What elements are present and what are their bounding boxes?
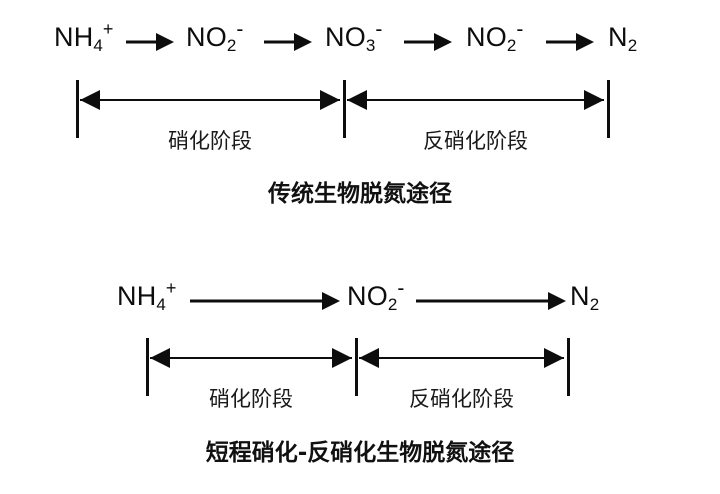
arrow-head xyxy=(548,292,566,310)
bracket-tick-right xyxy=(607,80,610,138)
arrow-shaft xyxy=(404,40,438,44)
arrow-head xyxy=(576,33,594,51)
stage-label-nitrification: 硝化阶段 xyxy=(209,387,293,411)
species-base: NH xyxy=(54,22,94,52)
species-superscript: - xyxy=(516,18,524,41)
span-arrow-denitrification xyxy=(359,348,564,368)
species-superscript: - xyxy=(397,277,405,300)
species-subscript: 2 xyxy=(506,36,517,55)
species-base: NO xyxy=(347,281,388,311)
arrow-head-right xyxy=(544,348,564,368)
species-base: N xyxy=(570,281,590,311)
bracket-tick-middle xyxy=(343,80,346,138)
species-subscript: 2 xyxy=(627,36,638,55)
stage-label-nitrification: 硝化阶段 xyxy=(168,129,252,153)
species-nh4-plus: NH4+ xyxy=(117,279,176,313)
stage-label-denitrification: 反硝化阶段 xyxy=(409,387,514,411)
arrow-head-left xyxy=(80,90,100,110)
arrow-head xyxy=(434,33,452,51)
reaction-arrow-2 xyxy=(416,291,566,311)
bracket-tick-left xyxy=(146,338,149,396)
arrow-shaft xyxy=(150,357,352,359)
species-superscript: - xyxy=(375,18,383,41)
arrow-shaft xyxy=(190,299,326,303)
species-base: N xyxy=(608,22,628,52)
reaction-arrow-1 xyxy=(190,291,340,311)
diagram-caption-shortcut: 短程硝化-反硝化生物脱氮途径 xyxy=(205,440,515,466)
species-no3-minus: NO3- xyxy=(325,19,383,54)
species-subscript: 2 xyxy=(226,36,237,55)
reaction-arrow-4 xyxy=(546,32,594,52)
species-subscript: 2 xyxy=(589,295,600,314)
species-no2-minus-b: NO2- xyxy=(466,19,524,54)
arrow-shaft xyxy=(416,299,552,303)
arrow-head-right xyxy=(320,90,340,110)
species-subscript: 4 xyxy=(156,295,166,314)
arrow-head-right xyxy=(332,348,352,368)
arrow-shaft xyxy=(546,40,580,44)
species-subscript: 4 xyxy=(93,36,103,55)
species-superscript: + xyxy=(165,278,177,298)
arrow-head-right xyxy=(584,90,604,110)
span-arrow-nitrification xyxy=(150,348,352,368)
arrow-shaft xyxy=(264,40,298,44)
arrow-head xyxy=(322,292,340,310)
arrow-shaft xyxy=(126,40,160,44)
species-no2-minus: NO2- xyxy=(347,278,405,313)
arrow-shaft xyxy=(359,357,564,359)
bracket-tick-middle xyxy=(355,338,358,396)
species-superscript: + xyxy=(102,19,114,39)
span-arrow-denitrification xyxy=(347,90,604,110)
stage-label-denitrification: 反硝化阶段 xyxy=(423,129,528,153)
species-n2: N2 xyxy=(608,22,637,55)
bracket-tick-right xyxy=(567,338,570,396)
bracket-tick-left xyxy=(76,80,79,138)
arrow-head-left xyxy=(347,90,367,110)
species-n2: N2 xyxy=(570,281,599,314)
arrow-shaft xyxy=(80,99,340,101)
species-base: NH xyxy=(117,281,157,311)
reaction-arrow-3 xyxy=(404,32,452,52)
species-subscript: 3 xyxy=(365,36,376,55)
reaction-arrow-1 xyxy=(126,32,174,52)
diagram-caption-conventional: 传统生物脱氮途径 xyxy=(268,181,452,207)
species-superscript: - xyxy=(236,18,244,41)
species-subscript: 2 xyxy=(387,295,398,314)
reaction-arrow-2 xyxy=(264,32,312,52)
species-base: NO xyxy=(466,22,507,52)
species-no2-minus-a: NO2- xyxy=(186,19,244,54)
arrow-head xyxy=(156,33,174,51)
span-arrow-nitrification xyxy=(80,90,340,110)
arrow-head-left xyxy=(359,348,379,368)
arrow-shaft xyxy=(347,99,604,101)
species-nh4-plus: NH4+ xyxy=(54,20,113,54)
arrow-head-left xyxy=(150,348,170,368)
species-base: NO xyxy=(186,22,227,52)
arrow-head xyxy=(294,33,312,51)
species-base: NO xyxy=(325,22,366,52)
